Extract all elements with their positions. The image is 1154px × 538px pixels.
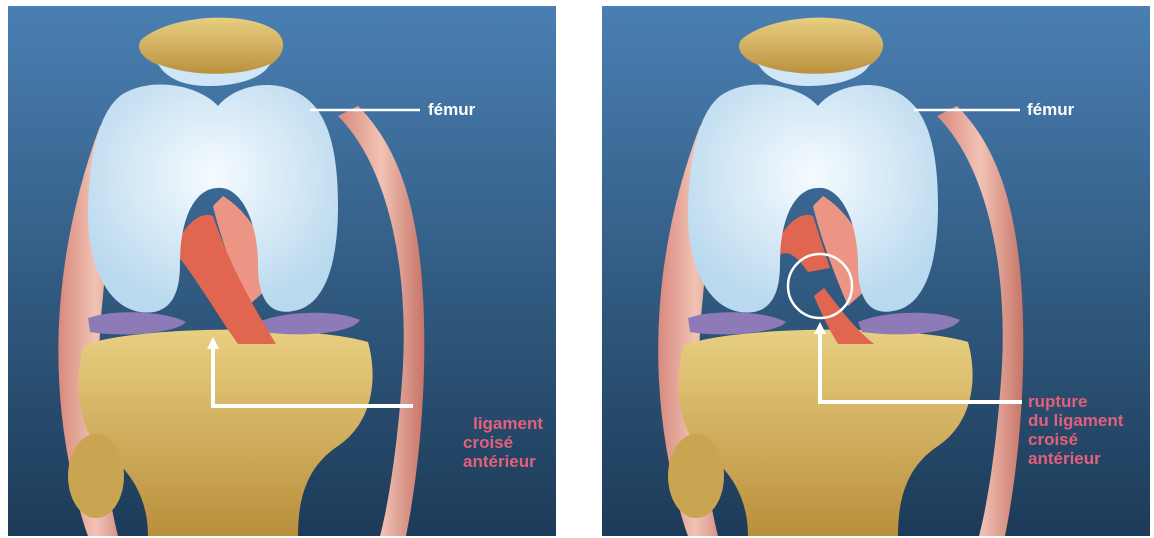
ligament-label-line: antérieur (463, 452, 543, 471)
rupture-label-line: antérieur (1028, 449, 1123, 468)
ligament-label: ligament croisé antérieur (463, 414, 543, 471)
rupture-label-line: du ligament (1028, 411, 1123, 430)
ligament-label-line: croisé (463, 433, 543, 452)
fibula-head (668, 434, 724, 518)
femur-label: fémur (428, 100, 475, 119)
knee-illustration-ruptured: fémur rupture du ligament croisé antérie… (602, 6, 1150, 536)
rupture-label: rupture du ligament croisé antérieur (1028, 392, 1123, 468)
knee-illustration-intact: fémur ligament croisé antérieur (8, 6, 556, 536)
rupture-label-line: croisé (1028, 430, 1123, 449)
femur-label: fémur (1027, 100, 1074, 119)
fibula-head (68, 434, 124, 518)
rupture-label-line: rupture (1028, 392, 1123, 411)
ligament-label-line: ligament (463, 414, 543, 433)
